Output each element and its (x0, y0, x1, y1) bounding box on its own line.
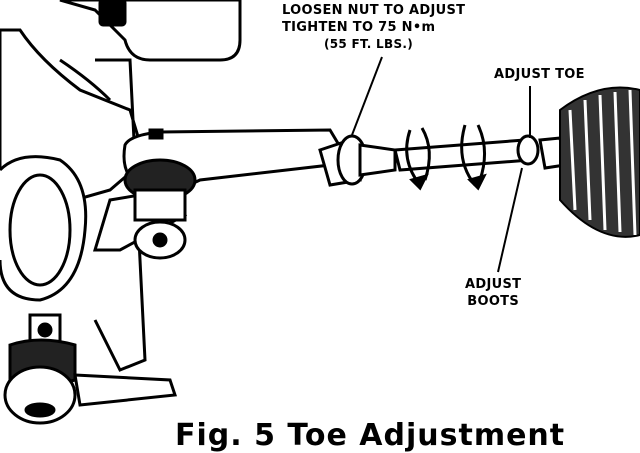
leader-lines (351, 56, 531, 273)
rack-boot (559, 86, 640, 238)
outer-tie-rod-end (122, 128, 348, 260)
adjust-boots-line-1: ADJUST (465, 277, 522, 292)
lower-ball-joint (3, 313, 178, 425)
adjust-boots-line-2: BOOTS (467, 294, 520, 309)
figure-caption: Fig. 5 Toe Adjustment (175, 418, 566, 453)
adjust-toe-callout: ADJUST TOE (494, 67, 585, 82)
adjust-boots-callout: ADJUST BOOTS (465, 276, 521, 310)
loosen-line-1: LOOSEN NUT TO ADJUST (282, 3, 466, 18)
tie-rod-diagram (0, 0, 640, 425)
inner-tie-rod (393, 134, 567, 172)
loosen-line-2: TIGHTEN TO 75 N•m (282, 20, 436, 35)
adjuster-nut (318, 134, 397, 187)
loosen-line-3: (55 FT. LBS.) (324, 37, 414, 51)
rotation-arrows (405, 124, 487, 191)
steering-knuckle (0, 0, 242, 372)
loosen-nut-callout: LOOSEN NUT TO ADJUST TIGHTEN TO 75 N•m (… (282, 2, 465, 53)
